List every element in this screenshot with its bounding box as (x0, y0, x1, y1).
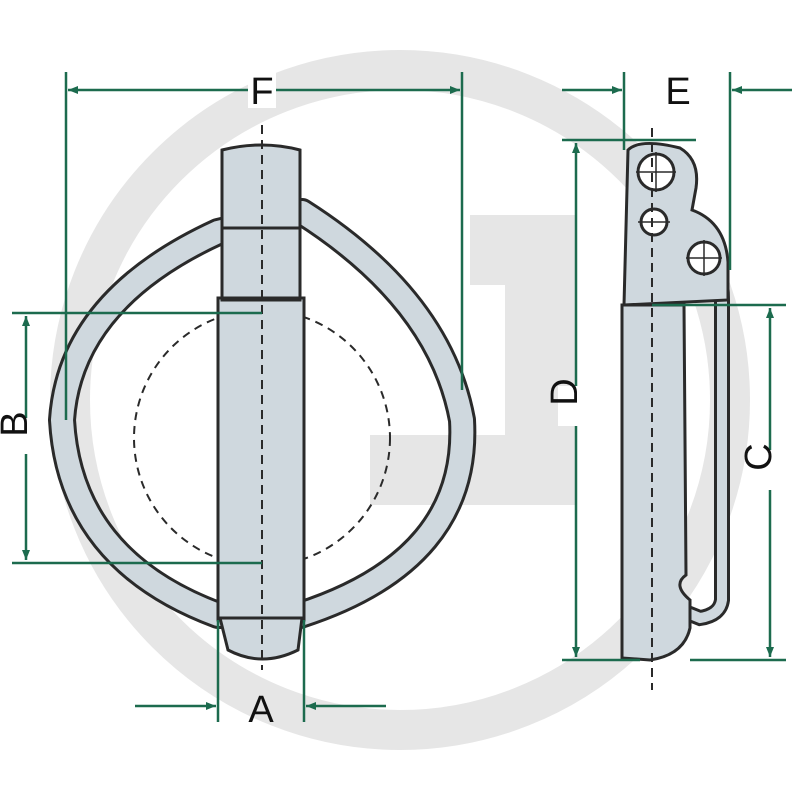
dim-label-d: D (544, 378, 586, 405)
side-shaft (620, 303, 692, 662)
front-view (48, 125, 477, 670)
dim-label-b: B (0, 411, 36, 436)
dim-label-c: C (738, 443, 780, 470)
dim-label-e: E (665, 71, 690, 113)
dim-label-a: A (248, 689, 274, 731)
side-view (620, 128, 730, 690)
dim-label-f: F (250, 71, 273, 113)
